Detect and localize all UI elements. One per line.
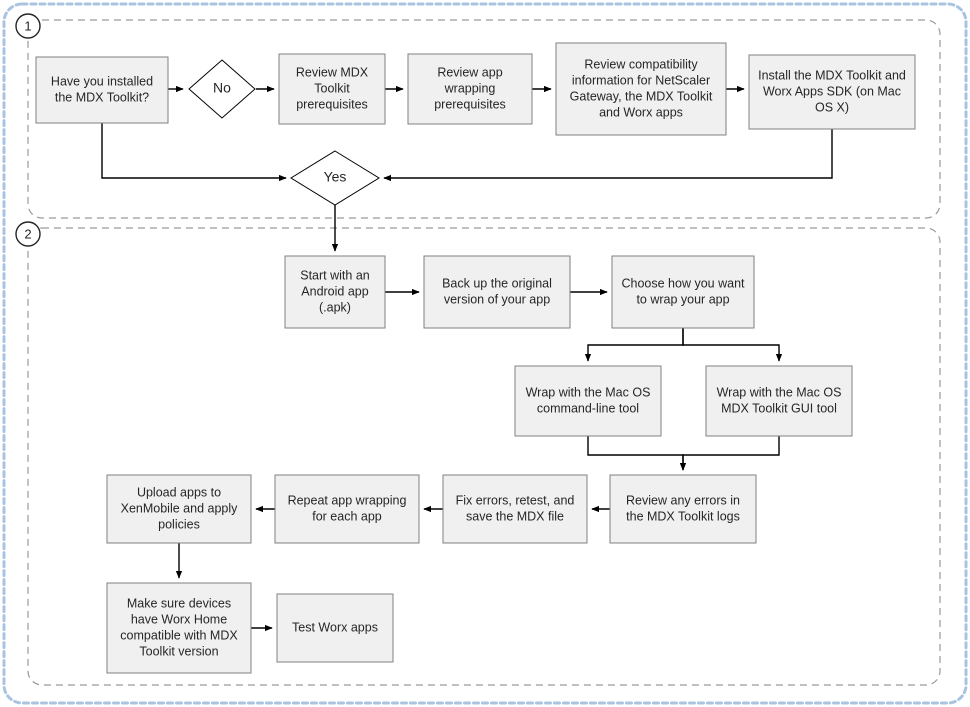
- badge-label: 1: [24, 18, 31, 33]
- node-label: version of your app: [444, 292, 550, 306]
- node-label: Back up the original: [442, 276, 552, 290]
- node-label: Fix errors, retest, and: [456, 493, 575, 507]
- badge-circle-icon: [15, 221, 41, 247]
- group-badge-2: 2: [15, 221, 41, 247]
- edge-choose-to-cmdline: [584, 328, 684, 362]
- node-label: prerequisites: [434, 97, 506, 111]
- node-shape-rect[interactable]: [274, 474, 420, 544]
- edges-layer: [101, 85, 833, 632]
- node-label: wrapping: [444, 81, 496, 95]
- node-shape-diamond[interactable]: [188, 59, 256, 119]
- node-shape-rect[interactable]: [748, 54, 916, 130]
- node-label: Repeat app wrapping: [288, 493, 407, 507]
- node-label: Wrap with the Mac OS: [526, 385, 651, 399]
- node-label: Gateway, the MDX Toolkit: [570, 89, 713, 103]
- node-shape-rect[interactable]: [423, 255, 571, 329]
- node-label: Upload apps to: [137, 485, 221, 499]
- node-shape-rect[interactable]: [407, 53, 533, 125]
- node-shape-rect[interactable]: [442, 474, 588, 544]
- node-label: and Worx apps: [599, 105, 683, 119]
- edge-install-to-yes: [383, 129, 833, 182]
- node-label: for each app: [312, 509, 382, 523]
- node-shape-rect[interactable]: [276, 593, 394, 663]
- node-label: command-line tool: [537, 401, 639, 415]
- node-label: Choose how you want: [622, 276, 746, 290]
- node-shape-rect[interactable]: [106, 474, 252, 544]
- node-review-app-wrapping-prerequisites[interactable]: Review app wrapping prerequisites: [407, 53, 533, 125]
- node-label: Have you installed: [51, 74, 153, 88]
- node-label: compatible with MDX: [120, 628, 238, 642]
- node-test-worx-apps[interactable]: Test Worx apps: [276, 593, 394, 663]
- group-frame-1: [27, 19, 941, 219]
- node-label: Android app: [301, 284, 368, 298]
- node-have-you-installed[interactable]: Have you installed the MDX Toolkit?: [35, 56, 169, 124]
- node-review-mdx-toolkit-prerequisites[interactable]: Review MDX Toolkit prerequisites: [278, 53, 386, 125]
- node-no-decision[interactable]: No: [188, 59, 256, 119]
- badge-circle-icon: [15, 13, 41, 39]
- node-back-up-original-version[interactable]: Back up the original version of your app: [423, 255, 571, 329]
- node-start-with-android-app[interactable]: Start with an Android app (.apk): [284, 255, 386, 329]
- node-label: Toolkit: [314, 81, 350, 95]
- node-shape-rect[interactable]: [106, 582, 252, 674]
- group-badges: 12: [15, 13, 41, 247]
- node-label: MDX Toolkit GUI tool: [721, 401, 837, 415]
- group-frame-2: [27, 227, 941, 686]
- node-label: Toolkit version: [139, 644, 218, 658]
- node-fix-errors-retest-save[interactable]: Fix errors, retest, and save the MDX file: [442, 474, 588, 544]
- node-upload-apps-to-xenmobile[interactable]: Upload apps to XenMobile and apply policie…: [106, 474, 252, 544]
- node-label: Yes: [324, 169, 347, 185]
- node-label: save the MDX file: [466, 509, 564, 523]
- node-label: Wrap with the Mac OS: [717, 385, 842, 399]
- node-shape-rect[interactable]: [278, 53, 386, 125]
- node-label: to wrap your app: [636, 292, 729, 306]
- node-label: prerequisites: [296, 97, 368, 111]
- node-label: Review MDX: [296, 65, 369, 79]
- node-label: No: [213, 80, 231, 96]
- node-shape-rect[interactable]: [514, 365, 662, 437]
- node-label: Review any errors in: [626, 493, 740, 507]
- edge-choose-to-gui: [682, 328, 783, 362]
- node-label: have Worx Home: [131, 612, 227, 626]
- node-label: the MDX Toolkit logs: [626, 509, 740, 523]
- node-shape-rect[interactable]: [705, 365, 853, 437]
- node-repeat-app-wrapping[interactable]: Repeat app wrapping for each app: [274, 474, 420, 544]
- edge-gui-to-review-errors: [679, 436, 780, 471]
- node-shape-diamond[interactable]: [290, 150, 380, 206]
- node-shape-rect[interactable]: [35, 56, 169, 124]
- node-label: XenMobile and apply: [121, 501, 238, 515]
- node-label: (.apk): [319, 300, 351, 314]
- node-label: the MDX Toolkit?: [55, 90, 149, 104]
- node-label: Install the MDX Toolkit and: [758, 68, 906, 82]
- node-label: OS X): [815, 100, 849, 114]
- group-frames: [27, 19, 941, 686]
- group-badge-1: 1: [15, 13, 41, 39]
- node-label: Make sure devices: [127, 596, 231, 610]
- node-shape-rect[interactable]: [284, 255, 386, 329]
- node-shape-rect[interactable]: [555, 42, 727, 136]
- node-label: Worx Apps SDK (on Mac: [763, 84, 901, 98]
- node-label: Test Worx apps: [292, 620, 378, 634]
- edge-cmdline-to-review-errors: [587, 436, 687, 471]
- badge-label: 2: [24, 226, 31, 241]
- node-label: Review compatibility: [584, 57, 698, 71]
- node-wrap-gui-tool[interactable]: Wrap with the Mac OS MDX Toolkit GUI tool: [705, 365, 853, 437]
- node-wrap-command-line-tool[interactable]: Wrap with the Mac OS command-line tool: [514, 365, 662, 437]
- node-label: Review app: [437, 65, 502, 79]
- edge-installed-to-yes: [101, 123, 287, 182]
- node-make-sure-devices-worx-home[interactable]: Make sure devices have Worx Home compatibl…: [106, 582, 252, 674]
- node-label: information for NetScaler: [572, 73, 710, 87]
- node-label: policies: [158, 517, 200, 531]
- node-yes-decision[interactable]: Yes: [290, 150, 380, 206]
- node-choose-how-to-wrap[interactable]: Choose how you want to wrap your app: [611, 255, 755, 329]
- node-label: Start with an: [300, 268, 370, 282]
- node-shape-rect[interactable]: [609, 474, 757, 544]
- node-review-compatibility-information[interactable]: Review compatibility information for NetS…: [555, 42, 727, 136]
- node-shape-rect[interactable]: [611, 255, 755, 329]
- node-review-errors-in-logs[interactable]: Review any errors in the MDX Toolkit logs: [609, 474, 757, 544]
